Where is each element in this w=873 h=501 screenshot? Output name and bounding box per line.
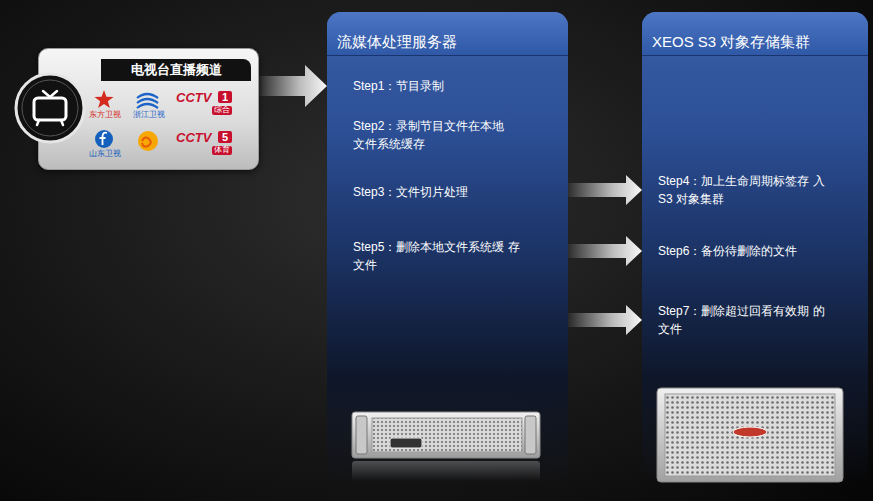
shandong-logo [95, 130, 113, 148]
shandong-mark [100, 133, 108, 145]
storage-chassis [657, 388, 843, 482]
storage-badge [733, 427, 767, 437]
tv-disc [16, 74, 84, 142]
server-handle [525, 416, 536, 454]
flow-arrow [568, 236, 642, 266]
hunan-logo [138, 131, 158, 151]
tv-legs [37, 120, 63, 125]
step-text: Step3：文件切片处理 [353, 183, 523, 201]
storage-grille [665, 394, 835, 476]
server-display [390, 438, 422, 448]
box-title: 电视台直播频道 [101, 59, 251, 81]
tv-antenna [43, 91, 57, 97]
step-text: Step7：删除超过回看有效期 的文件 [658, 302, 826, 338]
server-handle [356, 416, 367, 454]
tv-screen [34, 98, 66, 120]
panel-title: 流媒体处理服务器 [327, 12, 568, 56]
step-text: Step2：录制节目文件在本地 文件系统缓存 [353, 117, 511, 153]
step-text: Step6：备份待删除的文件 [658, 242, 848, 260]
flow-arrow [568, 305, 642, 335]
step-text: Step5：删除本地文件系统缓 存文件 [353, 238, 521, 274]
hunan-mark [142, 137, 151, 146]
server-chassis [352, 412, 540, 458]
tv-icon [16, 74, 84, 142]
tv-ring [22, 80, 78, 136]
server-grille [372, 418, 522, 452]
flow-arrow [568, 175, 642, 205]
flow-arrow [259, 65, 327, 107]
dragon-star-logo [95, 90, 114, 108]
panel-title: XEOS S3 对象存储集群 [642, 12, 868, 56]
server-panel: 流媒体处理服务器 Step1：节目录制 Step2：录制节目文件在本地 文件系统缓存… [327, 12, 568, 482]
step-text: Step4：加上生命周期标签存 入 S3 对象集群 [658, 172, 826, 208]
storage-panel: XEOS S3 对象存储集群 Step4：加上生命周期标签存 入 S3 对象集群 S… [642, 12, 868, 482]
server-reflection [352, 461, 540, 481]
zhejiang-logo [137, 94, 158, 108]
channel-box: 电视台直播频道 [38, 48, 259, 170]
step-text: Step1：节目录制 [353, 77, 523, 95]
